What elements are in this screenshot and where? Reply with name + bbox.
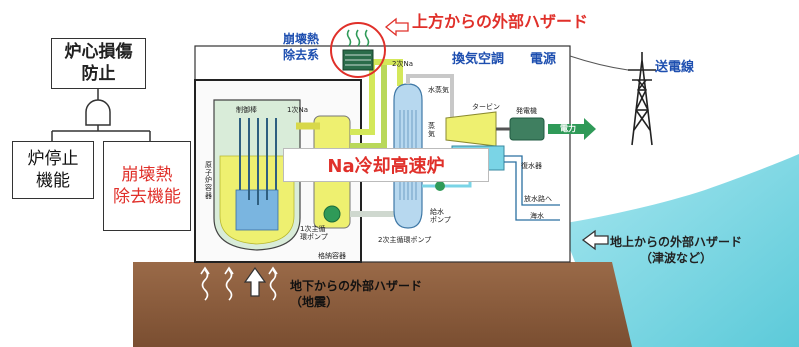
generator: [509, 117, 545, 141]
underground-hazard-arrow: [243, 266, 267, 297]
fault-tree-lines: [51, 88, 151, 141]
top-event-box: 炉心損傷 防止: [51, 38, 146, 89]
plant-title: Na冷却高速炉: [283, 148, 489, 182]
underground-hazard-label: 地下からの外部ハザード （地震）: [290, 279, 423, 310]
ventilation-label: 換気空調: [452, 52, 505, 67]
steam-generator-label: 蒸 気: [428, 122, 435, 139]
feedwater-pump: [435, 181, 445, 191]
reactor-core: [235, 189, 279, 231]
heat-waves: [346, 29, 370, 47]
secondary-na-label: 2次Na: [392, 60, 413, 68]
secondary-pump-label: 2次主循環ポンプ: [378, 236, 432, 244]
above-hazard-label: 上方からの外部ハザード: [412, 12, 589, 31]
decay-heat-system-label: 崩壊熱 除去系: [283, 32, 320, 62]
discharge-label: 放水路へ: [524, 195, 552, 203]
electricity-arrow: [548, 118, 596, 140]
primary-pump-label: 1次主循 環ポンプ: [300, 225, 328, 241]
power-line: [569, 55, 629, 71]
shutdown-function-box: 炉停止 機能: [12, 141, 94, 199]
ground-hazard-arrow: [581, 229, 609, 251]
condenser-label: 復水器: [521, 162, 542, 170]
and-gate-symbol: [85, 99, 111, 126]
shutdown-function-label: 炉停止 機能: [27, 148, 79, 191]
feed-pump-label: 給水 ポンプ: [430, 208, 451, 224]
steam-label: 水蒸気: [428, 86, 449, 94]
generator-label: 発電機: [516, 107, 537, 115]
primary-na-label: 1次Na: [287, 106, 308, 114]
top-event-label: 炉心損傷 防止: [64, 42, 133, 84]
control-rods: [239, 118, 277, 205]
turbine-label: タービン: [472, 103, 500, 111]
seawater-lines: [504, 155, 560, 221]
electricity-label: 電力: [560, 124, 576, 133]
above-hazard-arrow: [384, 17, 409, 37]
containment-label: 格納容器: [318, 252, 346, 260]
ground-hazard-label: 地上からの外部ハザード （津波など）: [610, 235, 743, 266]
primary-pump: [323, 205, 341, 223]
reactor-vessel-label: 原 子 炉 容 器: [205, 161, 212, 200]
power-source-label: 電源: [530, 52, 557, 67]
decay-heat-function-label: 崩壊熱 除去機能: [113, 164, 181, 207]
above-hazard-circle: [330, 22, 386, 78]
transmission-tower: [628, 52, 656, 146]
transmission-line-label: 送電線: [655, 60, 695, 75]
decay-heat-function-box: 崩壊熱 除去機能: [103, 141, 191, 231]
seismic-wave-arrows: [200, 266, 278, 301]
sea-water-label: 海水: [530, 212, 544, 220]
steam-pipe: [406, 74, 454, 118]
turbine: [445, 111, 497, 147]
control-rod-label: 制御棒: [236, 106, 257, 114]
